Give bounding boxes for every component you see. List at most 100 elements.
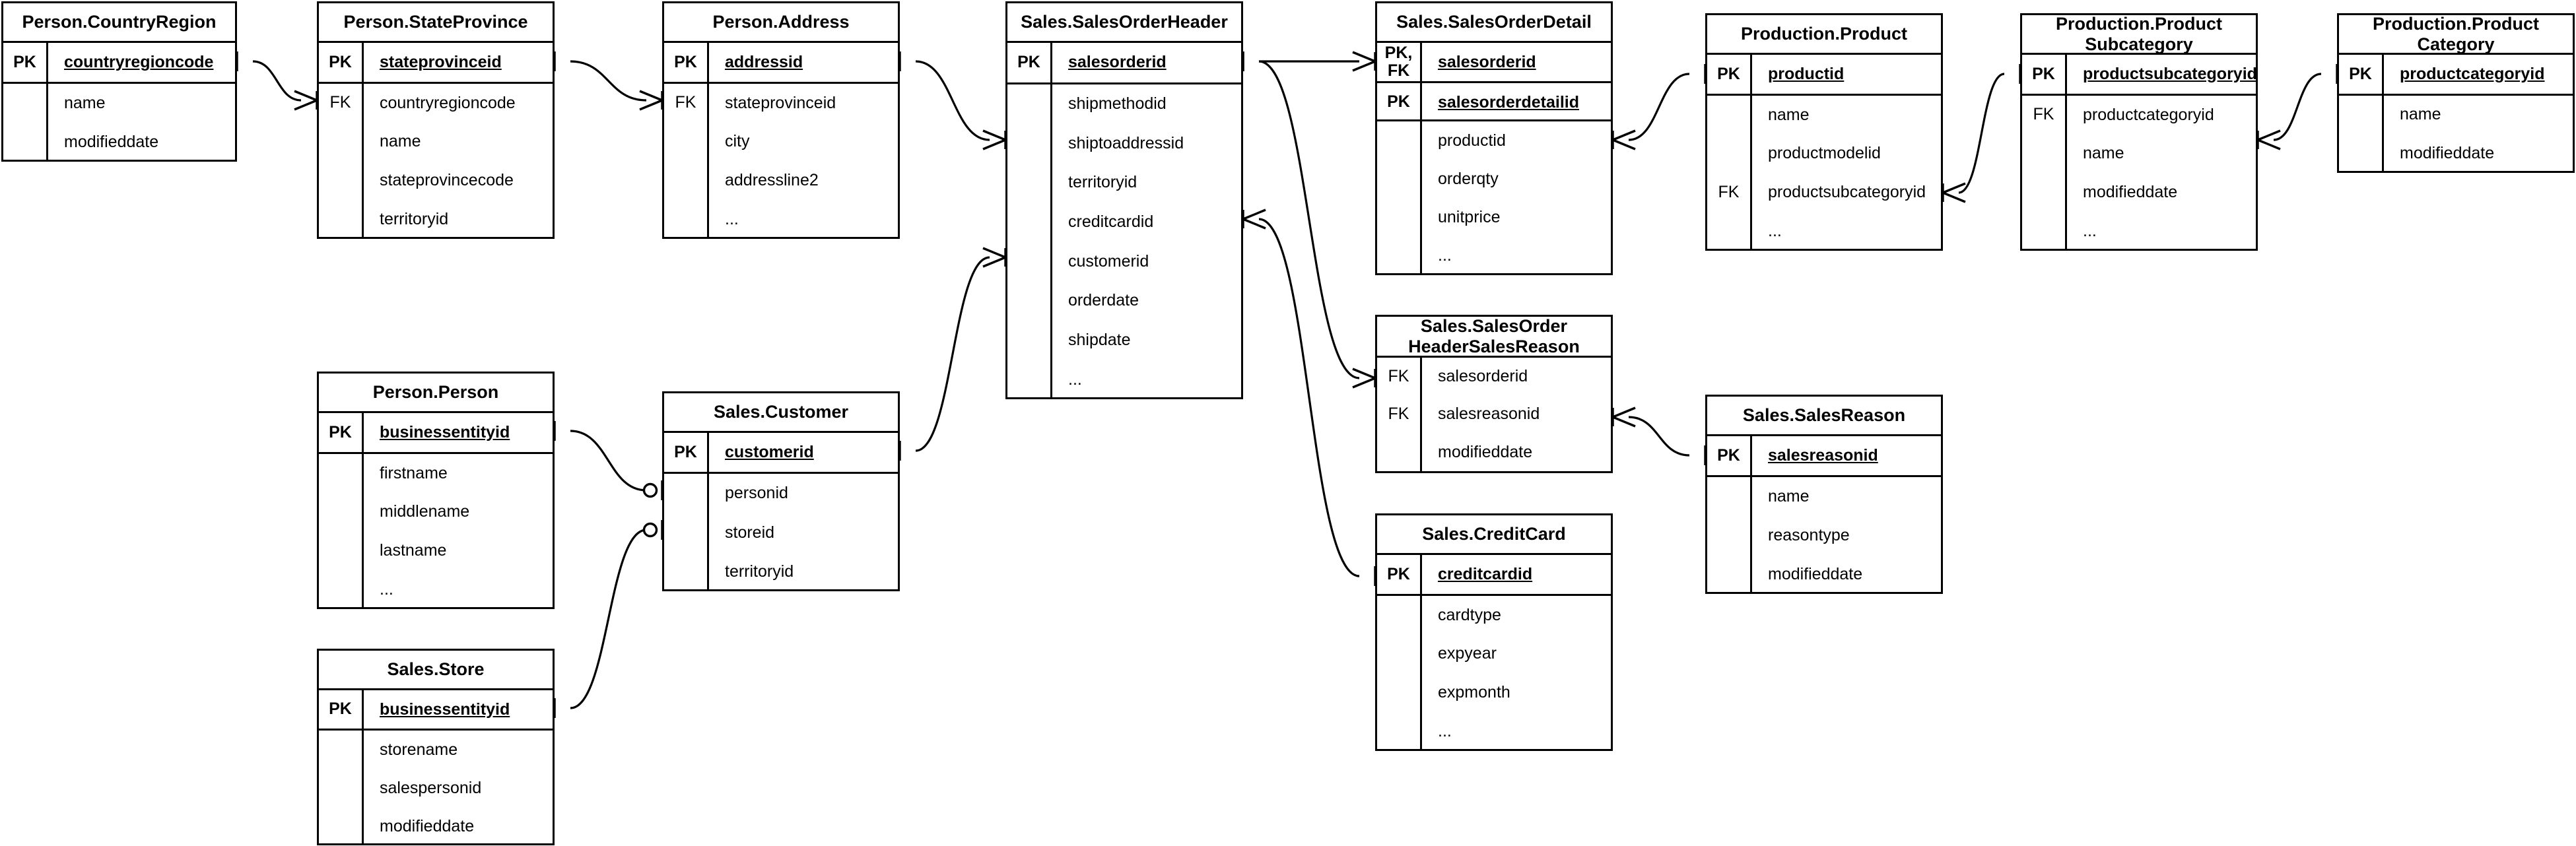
attribute-row[interactable]: unitprice [1377, 198, 1611, 237]
attribute-name: modifieddate [64, 133, 159, 151]
attribute-row[interactable]: lastname [319, 531, 553, 571]
attribute-name: stateprovinceid [725, 93, 836, 112]
attribute-row[interactable]: shiptoaddressid [1007, 123, 1241, 163]
attribute-row[interactable]: territoryid [319, 200, 553, 239]
attribute-row[interactable]: shipmethodid [1007, 84, 1241, 124]
attribute-row[interactable]: ... [1377, 712, 1611, 751]
attribute-row[interactable]: ... [664, 200, 898, 239]
attribute-row[interactable]: modifieddate [3, 123, 235, 162]
attribute-row[interactable]: creditcardid [1007, 202, 1241, 242]
attribute-row[interactable]: orderdate [1007, 280, 1241, 321]
relationship-line [1628, 416, 1690, 457]
attribute-row[interactable]: modifieddate [1377, 433, 1611, 471]
attribute-row[interactable]: ... [319, 570, 553, 609]
attribute-key-badge [1377, 712, 1422, 751]
attribute-row[interactable]: expyear [1377, 634, 1611, 674]
attribute-key-badge [1007, 84, 1052, 124]
attribute-name: unitprice [1438, 208, 1501, 227]
attribute-name: salesreasonid [1768, 446, 1878, 465]
attribute-row[interactable]: ... [2022, 212, 2256, 251]
attribute-key-badge [1707, 212, 1752, 251]
attribute-row[interactable]: productmodelid [1707, 134, 1941, 174]
attribute-name: orderqty [1438, 170, 1499, 189]
attribute-row[interactable]: name [319, 122, 553, 162]
attribute-key-badge: FK [664, 83, 709, 123]
attribute-row[interactable]: expmonth [1377, 673, 1611, 713]
attribute-row[interactable]: productid [1377, 121, 1611, 160]
attribute-row[interactable]: name [3, 84, 235, 123]
attribute-row[interactable]: orderqty [1377, 160, 1611, 199]
entity-title: Sales.SalesReason [1707, 397, 1941, 436]
rel-productcategory-productsubcategory-target-crowsfoot-lower [2257, 139, 2281, 150]
attribute-row[interactable]: shipdate [1007, 320, 1241, 360]
attribute-row[interactable]: storename [319, 731, 553, 769]
attribute-row[interactable]: modifieddate [1707, 555, 1941, 594]
attribute-key-badge: FK [1377, 395, 1422, 434]
attribute-row[interactable]: personid [664, 474, 898, 513]
relationship-rel-salesreason-salesorderheadersalesreason [1611, 407, 1707, 465]
attribute-row[interactable]: middlename [319, 492, 553, 532]
attribute-row[interactable]: stateprovincecode [319, 161, 553, 201]
attribute-row[interactable]: name [1707, 477, 1941, 516]
attribute-row[interactable]: name [2022, 134, 2256, 174]
attribute-row[interactable]: ... [1707, 212, 1941, 251]
attribute-row[interactable]: salespersonid [319, 769, 553, 807]
attribute-row[interactable]: city [664, 122, 898, 162]
attribute-row[interactable]: storeid [664, 513, 898, 552]
attribute-row[interactable]: customerid [1007, 242, 1241, 281]
attribute-key-badge: PK [319, 690, 364, 729]
attribute-row[interactable]: addressline2 [664, 161, 898, 201]
attribute-row[interactable]: modifieddate [2022, 173, 2256, 212]
relationship-line [1258, 60, 1360, 379]
relationship-line [252, 60, 302, 102]
attribute-row[interactable]: name [1707, 95, 1941, 135]
attribute-row[interactable]: modifieddate [319, 807, 553, 845]
attribute-row[interactable]: name [2339, 95, 2573, 135]
attribute-row[interactable]: cardtype [1377, 595, 1611, 635]
attribute-row[interactable]: territoryid [664, 552, 898, 591]
attribute-row[interactable]: territoryid [1007, 162, 1241, 203]
attribute-row[interactable]: FK stateprovinceid [664, 83, 898, 123]
rel-salesorderheader-salesorderdetail-target-crowsfoot-upper [1352, 51, 1376, 63]
attribute-key-badge: PK [319, 43, 364, 82]
attribute-row[interactable]: ... [1007, 360, 1241, 399]
attribute-row[interactable]: modifieddate [2339, 134, 2573, 173]
attribute-row[interactable]: ... [1377, 236, 1611, 275]
attribute-row[interactable]: firstname [319, 453, 553, 493]
attribute-row[interactable]: reasontype [1707, 516, 1941, 555]
